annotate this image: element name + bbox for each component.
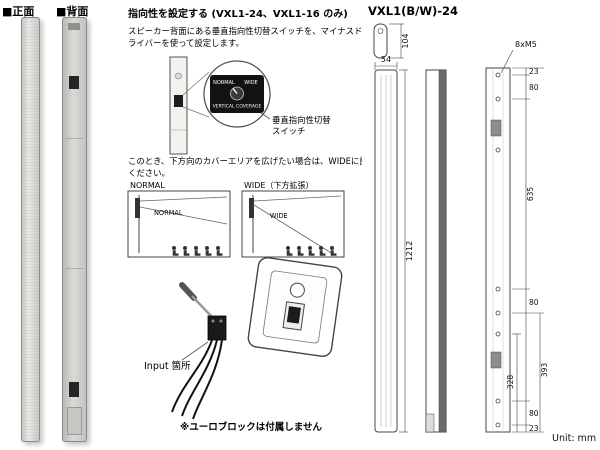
drawing-model-title: VXL1(B/W)-24 (368, 4, 458, 18)
back-directivity-switch (69, 76, 79, 89)
callout-line1: 垂直指向性切替 (272, 115, 331, 125)
switch-normal-label: NORMAL (213, 80, 235, 86)
back-switch-detail (490, 119, 502, 137)
dim-pitch-c: 80 (529, 409, 539, 418)
dimension-drawing: VXL1(B/W)-24 104 54 1212 (368, 4, 596, 444)
coverage-wide-diagram: WIDE（下方拡張） WIDE (241, 180, 345, 258)
dim-width: 54 (374, 55, 398, 70)
coverage-normal-diagram: NORMAL NORMAL (127, 181, 231, 258)
front-view (374, 69, 398, 433)
dim-bottom-offset: 23 (529, 424, 539, 433)
tip-line2: ください。 (128, 168, 170, 178)
tip-line1: このとき、下方向のカバーエリアを広げたい場合は、WIDEに設定して (128, 156, 362, 166)
top-view (373, 23, 388, 59)
side-view (425, 69, 447, 433)
coverage-wide-inner-label: WIDE (270, 212, 288, 220)
switch-wide-label: WIDE (244, 80, 257, 86)
dim-top-offset: 23 (529, 67, 539, 76)
speaker-front-photo (21, 17, 40, 442)
dim-span-inner: 328 (506, 375, 515, 390)
plate-connector-socket (286, 306, 301, 324)
strip-switch (174, 95, 183, 107)
front-view-label: ■正面 (2, 5, 35, 18)
setup-body-line1: スピーカー背面にある垂直指向性切替スイッチを、マイナスド (128, 26, 362, 36)
setup-body-line2: ライバーを使って設定します。 (128, 38, 244, 48)
mounting-holes-icon (495, 72, 501, 428)
speaker-icon (249, 198, 254, 218)
rear-panel-strip (169, 56, 188, 155)
coverage-normal-inner-label: NORMAL (154, 209, 183, 217)
dim-chains (512, 67, 544, 433)
dim-pitch-b: 80 (529, 298, 539, 307)
dim-span-mid: 635 (526, 187, 535, 202)
coverage-wide-title: WIDE（下方拡張） (244, 180, 313, 190)
setup-instructions: 指向性を設定する (VXL1-24、VXL1-16 のみ) スピーカー背面にある… (127, 7, 362, 433)
dim-height: 1212 (399, 69, 414, 433)
dim-width-value: 54 (381, 55, 391, 64)
audience-figures-icon (286, 246, 337, 256)
back-view-label: ■背面 (56, 5, 89, 18)
speaker-photos-panel: ■正面 ■背面 (0, 0, 120, 450)
speaker-back-photo (62, 17, 87, 442)
screwdriver-icon (179, 282, 214, 319)
dim-span-low: 393 (540, 363, 549, 378)
callout-line2: スイッチ (272, 126, 306, 136)
euroblock-note: ※ユーロブロックは付属しません (180, 421, 322, 433)
switch-callout-label: 垂直指向性切替 スイッチ (260, 112, 331, 136)
back-logo-strip (68, 23, 80, 30)
dim-depth-value: 104 (401, 33, 410, 48)
input-location-label: Input 箇所 (144, 360, 191, 372)
screw-spec-label: 8xM5 (515, 40, 537, 49)
dim-pitch-a: 80 (529, 83, 539, 92)
unit-label: Unit: mm (552, 433, 596, 444)
back-seam-line (66, 268, 83, 269)
input-wires (171, 339, 223, 420)
back-terminal-detail (490, 351, 502, 369)
audience-figures-icon (172, 246, 223, 256)
screw-callout: 8xM5 (500, 40, 537, 74)
speaker-icon (135, 198, 140, 218)
switch-caption: VERTICAL COVERAGE (213, 104, 262, 110)
back-view (485, 67, 511, 433)
euroblock-connector-icon (207, 315, 227, 341)
input-connection-diagram: Input 箇所 (144, 257, 343, 420)
dim-labels: 23 80 635 80 393 328 80 23 (506, 67, 549, 433)
switch-closeup: NORMAL WIDE VERTICAL COVERAGE (182, 60, 271, 128)
back-seam-line (66, 138, 83, 139)
back-input-terminal (69, 382, 79, 397)
setup-title: 指向性を設定する (VXL1-24、VXL1-16 のみ) (128, 7, 348, 20)
wall-plate (247, 257, 343, 357)
coverage-normal-title: NORMAL (130, 181, 165, 190)
dim-depth: 104 (389, 23, 410, 59)
dim-height-value: 1212 (405, 241, 414, 261)
back-label-plate (67, 407, 82, 435)
